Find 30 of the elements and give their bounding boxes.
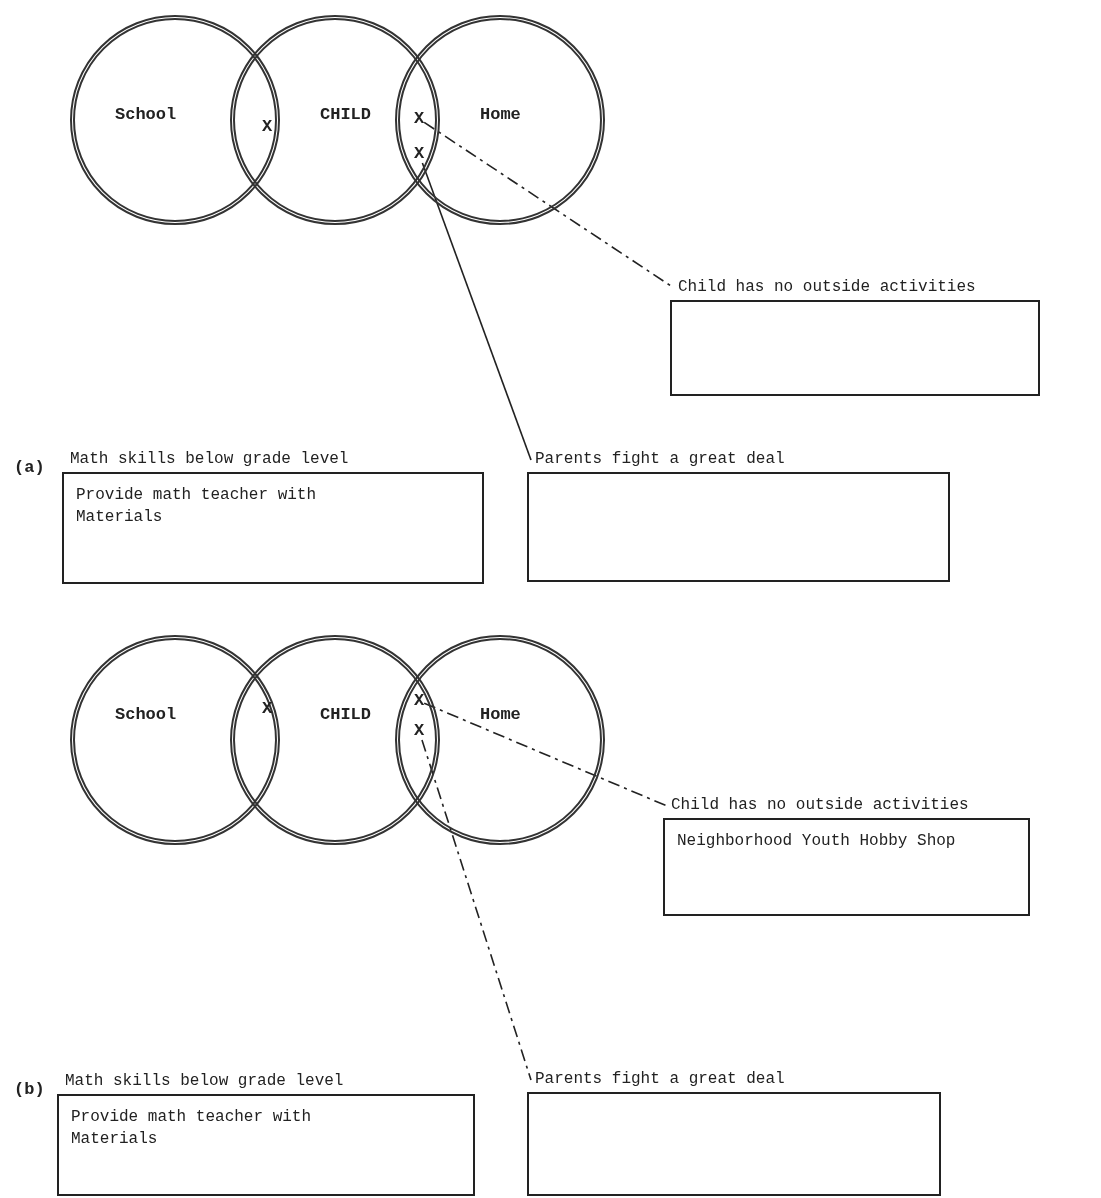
venn-circle: [70, 15, 280, 225]
venn-circle: [395, 635, 605, 845]
panel-label: (b): [14, 1080, 45, 1099]
leader-line: [421, 739, 532, 1081]
leader-line: [421, 162, 532, 461]
venn-circle: [395, 15, 605, 225]
box-heading: Parents fight a great deal: [535, 1070, 785, 1088]
circle-label: CHILD: [320, 105, 371, 124]
circle-label: CHILD: [320, 705, 371, 724]
box-heading: Parents fight a great deal: [535, 450, 785, 468]
venn-circle: [70, 635, 280, 845]
x-mark: X: [414, 145, 425, 163]
x-mark: X: [414, 722, 425, 740]
x-mark: X: [414, 692, 425, 710]
x-mark: X: [262, 118, 273, 136]
circle-label: Home: [480, 705, 521, 724]
box-heading: Math skills below grade level: [65, 1072, 344, 1090]
panel-label: (a): [14, 458, 45, 477]
box-heading: Child has no outside activities: [678, 278, 976, 296]
venn-circle: [230, 635, 440, 845]
box-text: Provide math teacher with Materials: [71, 1107, 313, 1150]
x-mark: X: [414, 110, 425, 128]
box-heading: Child has no outside activities: [671, 796, 969, 814]
venn-circle: [230, 15, 440, 225]
box-text: Provide math teacher with Materials: [76, 485, 318, 528]
box-heading: Math skills below grade level: [70, 450, 349, 468]
circle-label: School: [115, 705, 177, 724]
box-text: Neighborhood Youth Hobby Shop: [677, 831, 957, 852]
circle-label: School: [115, 105, 177, 124]
circle-label: Home: [480, 105, 521, 124]
